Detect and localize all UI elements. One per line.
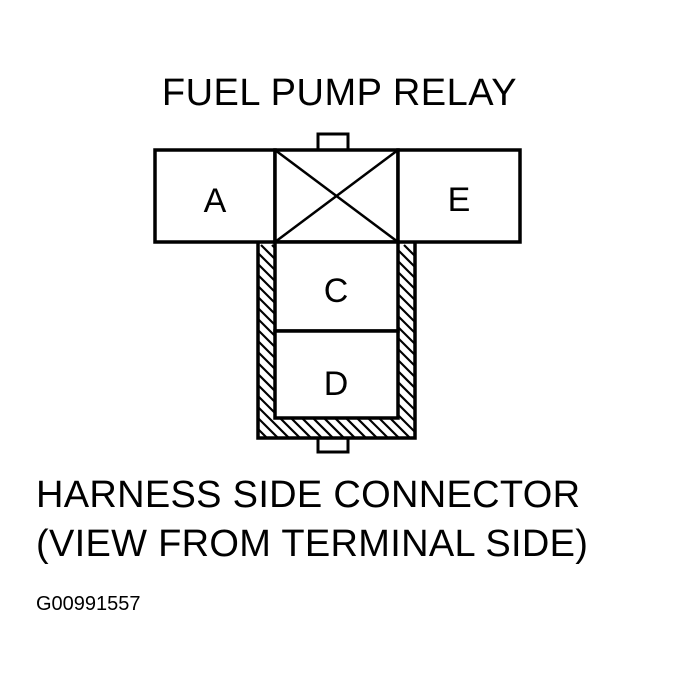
terminal-d-label: D	[324, 365, 349, 403]
terminal-e	[396, 148, 522, 244]
terminal-a-label: A	[204, 182, 227, 220]
hatch-line	[41, 245, 241, 445]
hatch-line	[503, 245, 679, 445]
bottom-key-tab	[316, 436, 350, 454]
caption-line-1: HARNESS SIDE CONNECTOR	[36, 474, 581, 516]
figure-id: G00991557	[36, 593, 141, 615]
terminal-c-label: C	[324, 272, 349, 310]
hatch-line	[258, 244, 264, 438]
hatch-line	[30, 245, 230, 445]
hatch-line	[403, 244, 415, 438]
blank-cavity-cross-2	[274, 148, 399, 244]
hatch-line	[448, 245, 648, 445]
top-key-tab	[316, 132, 350, 152]
terminal-c	[273, 240, 400, 333]
hatch-line	[258, 244, 297, 438]
diagram-title: FUEL PUMP RELAY	[161, 72, 518, 114]
hatch-line	[52, 245, 252, 445]
hatch-line	[492, 245, 679, 445]
hatch-line	[459, 245, 659, 445]
hatch-line	[470, 245, 670, 445]
hatch-line	[481, 245, 679, 445]
housing-outer-wall	[256, 242, 417, 440]
terminal-e-label: E	[448, 181, 471, 219]
terminal-d	[273, 329, 400, 420]
hatch-line	[437, 245, 637, 445]
hatch-line	[381, 244, 415, 438]
hatch-line	[370, 244, 415, 438]
hatch-line	[414, 244, 415, 438]
caption-line-2: (VIEW FROM TERMINAL SIDE)	[36, 523, 589, 565]
hatch-line	[258, 244, 275, 438]
hatch-line	[392, 244, 415, 438]
hatch-line	[258, 244, 286, 438]
hatch-line	[426, 245, 626, 445]
